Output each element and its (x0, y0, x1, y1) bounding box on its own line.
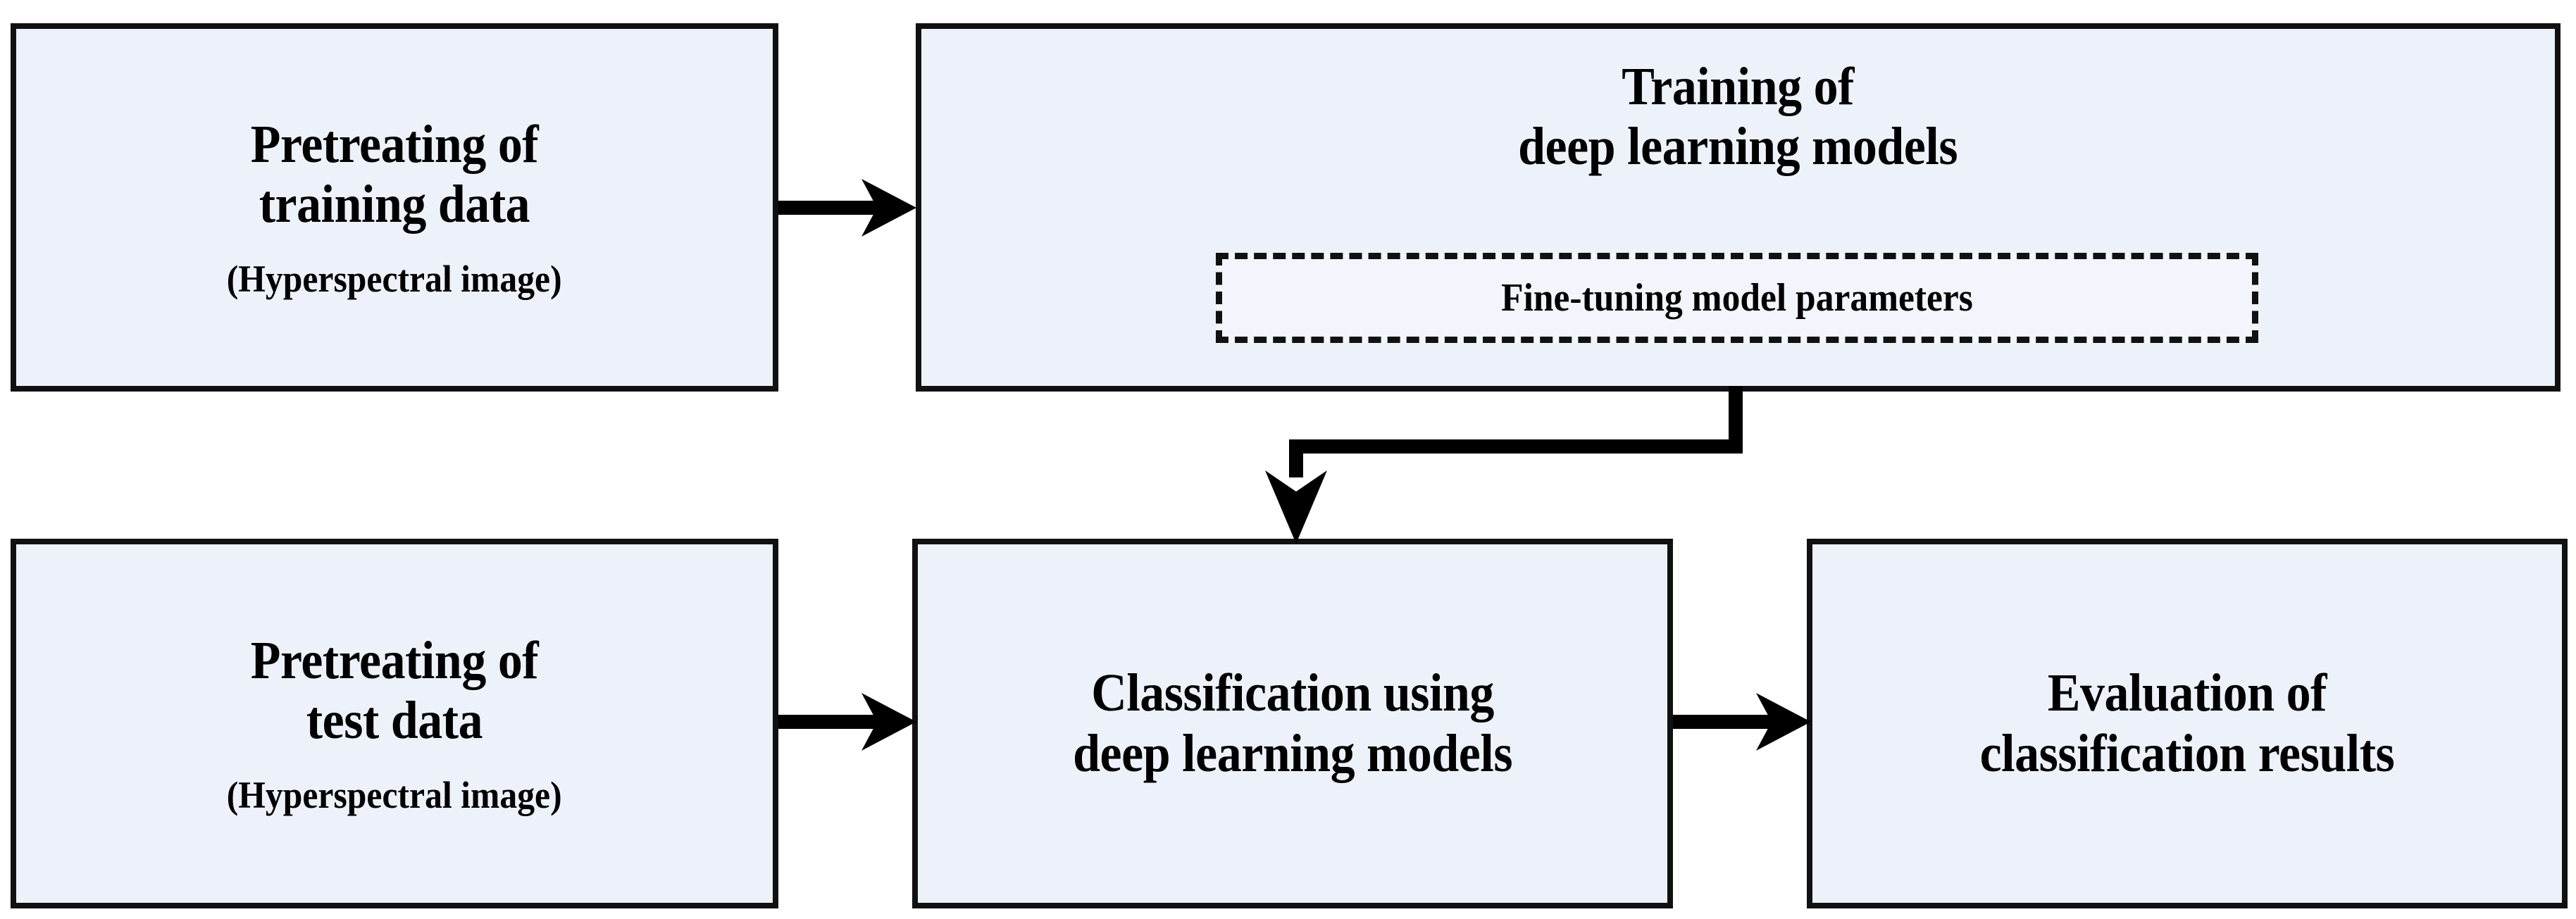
fine-tuning-model-parameters-box[interactable]: Fine-tuning model parameters (1216, 253, 2258, 343)
arrow-training-to-classification (1247, 386, 1768, 548)
fine-tuning-label: Fine-tuning model parameters (1501, 276, 1973, 320)
node-training-of-deep-learning-models[interactable]: Training of deep learning models Fine-tu… (916, 23, 2561, 392)
node-pretreating-of-training-data[interactable]: Pretreating of training data (Hyperspect… (11, 23, 778, 392)
node-pretreating-of-test-data[interactable]: Pretreating of test data (Hyperspectral … (11, 539, 778, 908)
node-classification-using-deep-learning-models[interactable]: Classification using deep learning model… (912, 539, 1673, 908)
node-title: Pretreating of training data (250, 114, 539, 234)
node-title: Training of deep learning models (1518, 57, 1958, 177)
node-subtitle: (Hyperspectral image) (227, 773, 562, 816)
arrow-pretreat-train-to-training (778, 169, 919, 246)
node-evaluation-of-classification-results[interactable]: Evaluation of classification results (1807, 539, 2568, 908)
node-title: Evaluation of classification results (1979, 663, 2395, 783)
node-title: Classification using deep learning model… (1073, 663, 1512, 783)
arrow-pretreat-test-to-classification (778, 683, 919, 761)
arrow-classification-to-evaluation (1673, 683, 1814, 761)
node-subtitle: (Hyperspectral image) (227, 257, 562, 300)
node-title: Pretreating of test data (250, 630, 539, 750)
